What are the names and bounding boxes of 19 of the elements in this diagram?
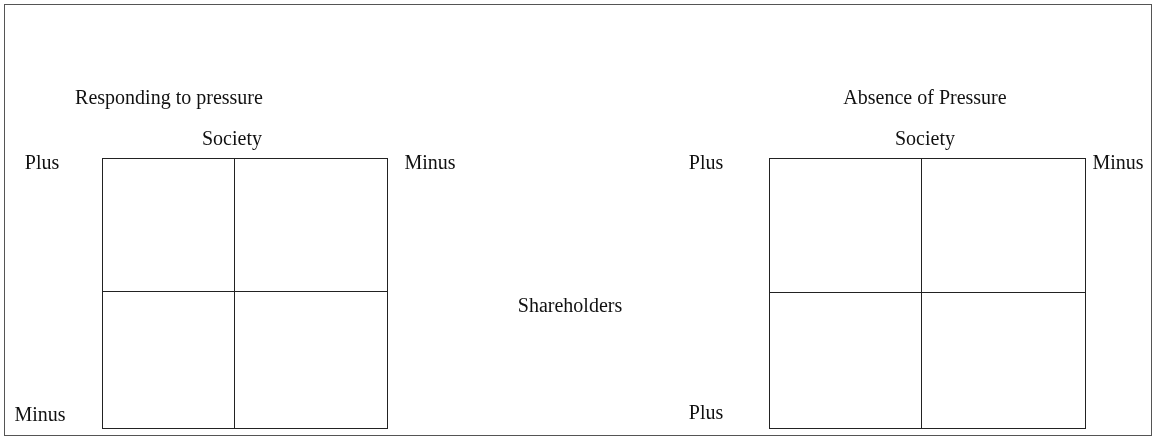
axis-label: Minus bbox=[404, 152, 456, 172]
grid-cell bbox=[102, 291, 235, 429]
grid-cell bbox=[921, 292, 1086, 429]
axis-label: Absence of Pressure bbox=[843, 87, 1007, 107]
axis-label: Society bbox=[895, 128, 955, 148]
axis-label: Plus bbox=[688, 402, 724, 422]
axis-label: Minus bbox=[1092, 152, 1144, 172]
axis-label: Plus bbox=[688, 152, 724, 172]
grid-cell bbox=[769, 158, 922, 293]
axis-label: Shareholders bbox=[517, 295, 623, 315]
axis-label: Responding to pressure bbox=[75, 87, 263, 107]
grid-cell bbox=[234, 291, 388, 429]
grid-cell bbox=[234, 158, 388, 292]
grid-cell bbox=[102, 158, 235, 292]
axis-label: Plus bbox=[24, 152, 60, 172]
axis-label: Minus bbox=[14, 404, 66, 424]
axis-label: Society bbox=[202, 128, 262, 148]
grid-cell bbox=[921, 158, 1086, 293]
grid-cell bbox=[769, 292, 922, 429]
